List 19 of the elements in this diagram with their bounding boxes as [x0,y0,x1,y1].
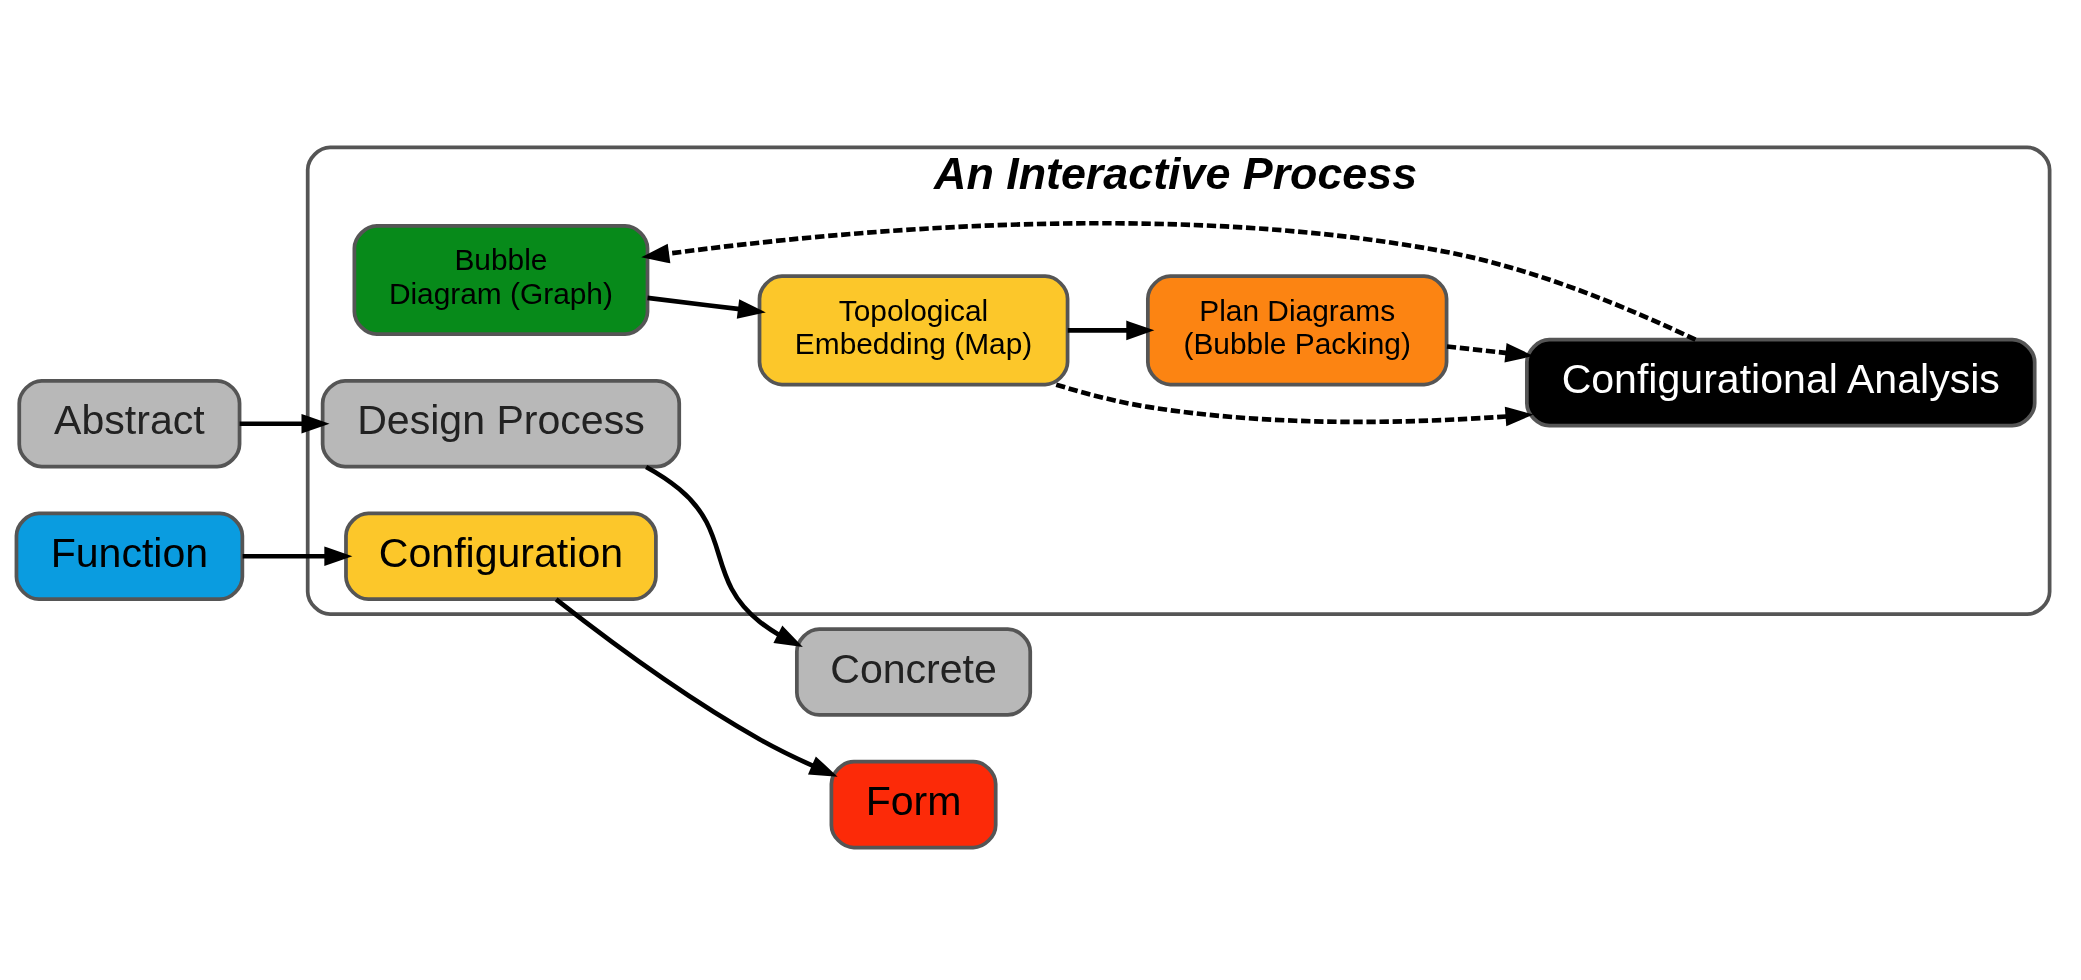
node-box: Configurational Analysis [1525,337,2037,428]
node-box: Function [14,511,245,602]
node-box: Design Process [320,378,682,469]
arrow [645,464,803,648]
node-box: Bubble Diagram (Graph) [352,223,650,336]
arrow [239,413,330,434]
node-box: Abstract [17,378,242,469]
arrow [1055,382,1534,427]
node-box: Topological Embedding (Map) [757,274,1070,387]
node-box: Form [829,759,998,850]
arrow [1446,343,1534,363]
node-box: Configuration [344,511,658,602]
arrow [554,597,838,777]
arrow [242,546,353,567]
arrow [647,295,766,319]
arrow [1067,320,1155,341]
arrow [641,220,1697,342]
node-box: Concrete [795,627,1033,717]
node-box: Plan Diagrams (Bubble Packing) [1146,274,1449,387]
